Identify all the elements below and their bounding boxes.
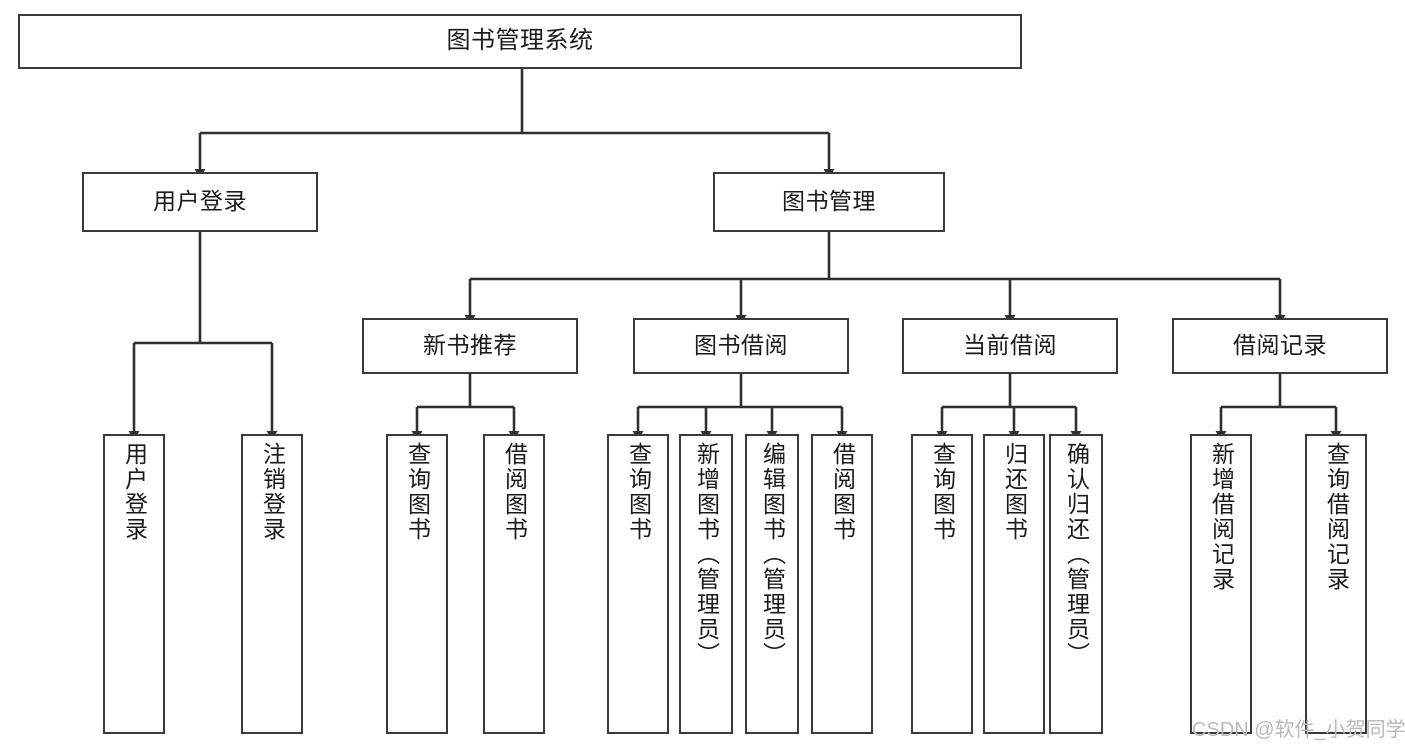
node-label: 图书管理系统 [446, 27, 594, 55]
node-label: 注销登录 [259, 442, 286, 542]
node-leaf-logout[interactable]: 注销登录 [241, 434, 303, 734]
node-label: 借阅图书 [501, 442, 528, 542]
node-label: 借阅记录 [1233, 332, 1327, 359]
watermark-label: CSDN @软件_小贺同学 [1192, 719, 1405, 741]
node-leaf-borrow-book-bor[interactable]: 借阅图书 [811, 434, 873, 734]
node-label: 查询图书 [929, 442, 956, 542]
node-new-book-rec[interactable]: 新书推荐 [362, 318, 578, 374]
node-root[interactable]: 图书管理系统 [18, 14, 1022, 69]
node-leaf-query-record[interactable]: 查询借阅记录 [1305, 434, 1367, 734]
node-label: 新增借阅记录 [1208, 442, 1235, 592]
node-borrow-record[interactable]: 借阅记录 [1172, 318, 1388, 374]
node-leaf-query-book-cur[interactable]: 查询图书 [911, 434, 973, 734]
node-label: 编辑图书（管理员） [759, 442, 786, 667]
node-leaf-return-book[interactable]: 归还图书 [983, 434, 1045, 734]
node-book-manage[interactable]: 图书管理 [713, 172, 945, 232]
node-current-borrow[interactable]: 当前借阅 [902, 318, 1118, 374]
node-leaf-edit-book[interactable]: 编辑图书（管理员） [745, 434, 799, 734]
node-label: 图书管理 [782, 188, 876, 215]
node-leaf-query-book-rec[interactable]: 查询图书 [386, 434, 448, 734]
node-label: 当前借阅 [963, 332, 1057, 359]
node-leaf-confirm-return[interactable]: 确认归还（管理员） [1049, 434, 1103, 734]
node-label: 查询图书 [625, 442, 652, 542]
node-label: 确认归还（管理员） [1063, 442, 1090, 667]
node-leaf-add-record[interactable]: 新增借阅记录 [1190, 434, 1252, 734]
node-label: 图书借阅 [694, 332, 788, 359]
node-leaf-query-book-bor[interactable]: 查询图书 [607, 434, 669, 734]
node-label: 用户登录 [153, 188, 247, 215]
node-user-login[interactable]: 用户登录 [82, 172, 318, 232]
node-leaf-user-login[interactable]: 用户登录 [103, 434, 165, 734]
node-label: 新增图书（管理员） [693, 442, 720, 667]
node-book-borrow[interactable]: 图书借阅 [633, 318, 849, 374]
node-label: 新书推荐 [423, 332, 517, 359]
node-label: 归还图书 [1001, 442, 1028, 542]
node-label: 借阅图书 [829, 442, 856, 542]
node-leaf-borrow-book-rec[interactable]: 借阅图书 [483, 434, 545, 734]
node-leaf-add-book[interactable]: 新增图书（管理员） [679, 434, 733, 734]
node-label: 查询图书 [404, 442, 431, 542]
node-label: 查询借阅记录 [1323, 442, 1350, 592]
node-label: 用户登录 [121, 442, 148, 542]
